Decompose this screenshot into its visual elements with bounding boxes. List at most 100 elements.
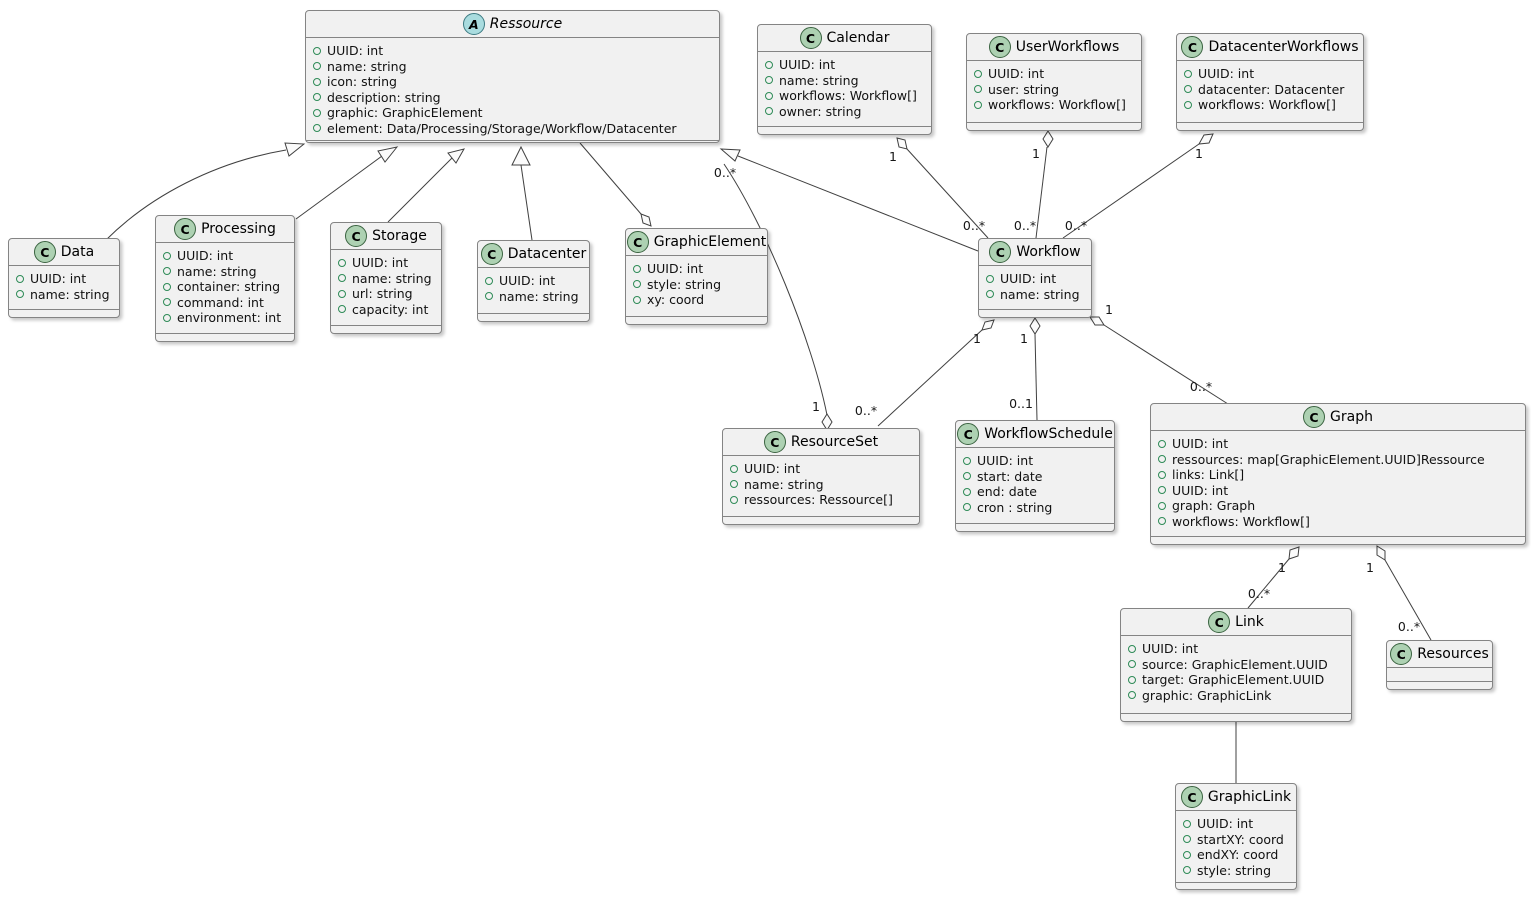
class-field: UUID: int	[963, 453, 1107, 469]
field-text: UUID: int	[1142, 641, 1199, 656]
methods-compartment	[1177, 123, 1363, 130]
class-icon: C	[1303, 406, 1326, 428]
field-text: UUID: int	[177, 248, 234, 263]
class-field: owner: string	[765, 104, 924, 120]
field-visibility-icon	[730, 464, 738, 473]
field-visibility-icon	[1158, 486, 1166, 495]
field-visibility-icon	[974, 69, 982, 78]
field-text: name: string	[1000, 286, 1080, 302]
class-field: name: string	[163, 264, 287, 280]
class-field: end: date	[963, 484, 1107, 500]
field-visibility-icon	[163, 267, 171, 276]
class-field: UUID: int	[1184, 66, 1356, 82]
field-text: source: GraphicElement.UUID	[1142, 656, 1328, 672]
class-field: workflows: Workflow[]	[765, 88, 924, 104]
class-field: name: string	[485, 289, 582, 305]
field-text: UUID: int	[647, 261, 704, 276]
class-field: name: string	[730, 477, 912, 493]
methods-compartment	[1151, 537, 1525, 544]
field-visibility-icon	[313, 62, 321, 71]
field-visibility-icon	[986, 274, 994, 283]
field-text: UUID: int	[1172, 482, 1229, 498]
methods-compartment	[1121, 714, 1351, 721]
class-field: icon: string	[313, 74, 712, 90]
class-icon: C	[1390, 643, 1413, 665]
methods-compartment	[626, 317, 767, 324]
field-visibility-icon	[730, 495, 738, 504]
field-visibility-icon	[1184, 85, 1192, 94]
class-name: Resources	[1417, 646, 1489, 662]
class-name: Storage	[372, 228, 427, 244]
relation-line-graph-aggregates-link	[1247, 558, 1290, 609]
class-field: UUID: int	[633, 261, 760, 277]
class-field: UUID: int	[1158, 436, 1518, 452]
field-text: description: string	[327, 89, 441, 105]
relation-line-datacenterworkflows-aggregates-workflow	[1062, 143, 1200, 239]
cardinality-label: 0..*	[1014, 218, 1036, 233]
class-field: name: string	[16, 287, 112, 303]
field-visibility-icon	[1158, 501, 1166, 510]
class-field: UUID: int	[313, 43, 712, 59]
field-text: command: int	[177, 294, 264, 310]
class-field: xy: coord	[633, 292, 760, 308]
field-text: xy: coord	[647, 292, 705, 307]
field-visibility-icon	[338, 258, 346, 267]
field-text: style: string	[647, 276, 722, 292]
field-visibility-icon	[16, 274, 24, 283]
field-visibility-icon	[163, 313, 171, 322]
field-text: UUID: int	[499, 273, 556, 288]
relation-line-resourceset-aggregates-ressource	[723, 163, 828, 416]
class-field: UUID: int	[485, 273, 582, 289]
field-visibility-icon	[1158, 517, 1166, 526]
class-field: user: string	[974, 82, 1134, 98]
field-text: startXY: coord	[1197, 831, 1284, 847]
class-field: workflows: Workflow[]	[1158, 514, 1518, 530]
relation-line-workflow-extends-ressource	[737, 155, 979, 252]
aggregation-diamond-icon	[1198, 133, 1214, 145]
cardinality-label: 0..*	[855, 403, 877, 418]
class-field: startXY: coord	[1183, 832, 1289, 848]
field-text: workflows: Workflow[]	[988, 97, 1126, 112]
class-field: endXY: coord	[1183, 847, 1289, 863]
class-field: workflows: Workflow[]	[1184, 97, 1356, 113]
field-text: end: date	[977, 484, 1037, 499]
class-icon: C	[174, 218, 197, 240]
cardinality-label: 1	[1105, 302, 1113, 317]
field-visibility-icon	[338, 274, 346, 283]
class-field: target: GraphicElement.UUID	[1128, 672, 1344, 688]
class-field: style: string	[633, 277, 760, 293]
methods-compartment	[478, 314, 589, 321]
field-visibility-icon	[1183, 819, 1191, 828]
methods-compartment	[156, 334, 294, 341]
relation-line-storage-extends-ressource	[387, 157, 453, 223]
field-text: UUID: int	[1000, 271, 1057, 286]
abstract-class-icon: A	[462, 13, 485, 35]
field-visibility-icon	[1128, 675, 1136, 684]
class-field: links: Link[]	[1158, 467, 1518, 483]
methods-compartment	[723, 517, 919, 524]
methods-compartment	[758, 127, 931, 134]
class-field: name: string	[338, 271, 434, 287]
class-field: description: string	[313, 90, 712, 106]
class-field: source: GraphicElement.UUID	[1128, 657, 1344, 673]
relation-line-workflow-aggregates-graph	[1103, 324, 1229, 405]
class-field: UUID: int	[765, 57, 924, 73]
field-visibility-icon	[338, 289, 346, 298]
field-text: element: Data/Processing/Storage/Workflo…	[327, 120, 677, 136]
class-field: UUID: int	[338, 255, 434, 271]
field-text: name: string	[499, 288, 579, 304]
field-visibility-icon	[1158, 470, 1166, 479]
class-icon: C	[1208, 611, 1231, 633]
